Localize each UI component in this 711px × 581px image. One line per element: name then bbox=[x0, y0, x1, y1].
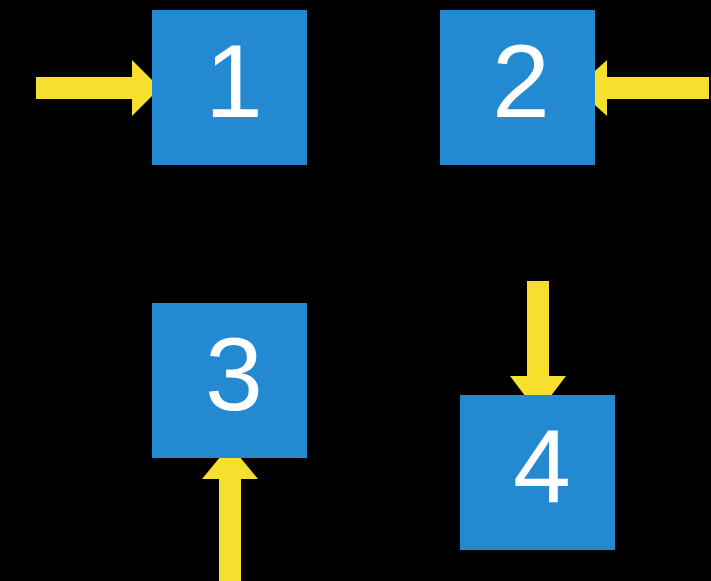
box-2-label: 2 bbox=[492, 24, 550, 140]
box-1[interactable] bbox=[152, 10, 307, 165]
box-2[interactable] bbox=[440, 10, 595, 165]
arrow-right-into-box-1 bbox=[36, 60, 160, 116]
arrow-down-shape bbox=[510, 281, 566, 413]
arrow-up-into-box-3 bbox=[202, 445, 258, 581]
box-3-label: 3 bbox=[205, 317, 263, 433]
arrow-right-shape bbox=[36, 60, 160, 116]
arrow-left-shape bbox=[576, 60, 709, 116]
arrow-down-into-box-4 bbox=[510, 281, 566, 413]
arrow-left-into-box-2 bbox=[576, 60, 709, 116]
box-4-label: 4 bbox=[513, 409, 571, 525]
arrow-up-shape bbox=[202, 445, 258, 581]
box-1-label: 1 bbox=[205, 24, 263, 140]
box-4[interactable] bbox=[460, 395, 615, 550]
box-3[interactable] bbox=[152, 303, 307, 458]
